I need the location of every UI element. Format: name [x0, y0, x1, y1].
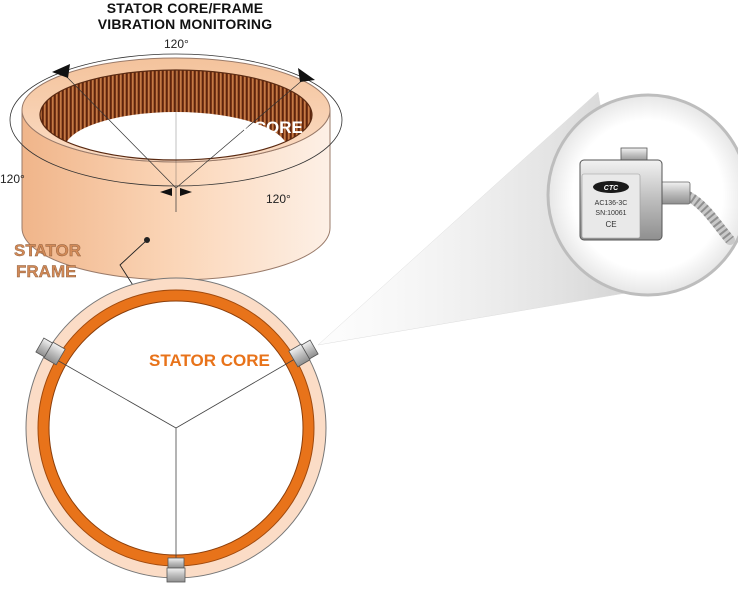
marker-arrow-bottom-left [160, 188, 172, 196]
stator-frame-label-line2: FRAME [16, 262, 76, 281]
marker-arrow-right [298, 68, 315, 82]
sensor-serial-label: SN:10061 [595, 210, 626, 217]
accelerometer-sensor: CTC AC136-3C SN:10061 CE [579, 147, 735, 245]
marker-arrow-left [52, 64, 70, 78]
frame-callout-line [119, 239, 148, 291]
sensor-model-label: AC136-3C [595, 200, 628, 207]
stator-core-label-top: STATOR CORE [149, 351, 270, 370]
sensor-connector [659, 181, 691, 205]
reference-line-right [175, 77, 306, 189]
sensor-cable-braid [685, 191, 734, 244]
marker-arrow-bottom-right [180, 188, 192, 196]
diagram-title-line1: STATOR CORE/FRAME [106, 0, 264, 16]
frame-callout: STATOR FRAME [14, 239, 148, 293]
angle-label-right: 120° [266, 192, 291, 206]
sensor-zoom-callout: CTC AC136-3C SN:10061 CE [317, 91, 738, 346]
sensor-ce-mark: CE [605, 220, 616, 229]
angle-label-left: 120° [0, 172, 25, 186]
reference-line-left [61, 71, 177, 189]
stator-core-label-3d: STATOR CORE [182, 118, 303, 137]
sensor-mount-bottom [166, 557, 186, 583]
top-radial-right [175, 355, 301, 429]
diagram-title-line2: VIBRATION MONITORING [97, 16, 273, 32]
sensor-mount-right [288, 339, 319, 368]
stator-3d-view: 120° 120° 120° STATOR CORE [0, 37, 343, 281]
angle-label-top: 120° [164, 37, 189, 51]
top-radial-left [49, 355, 177, 429]
sensor-mount-left [35, 337, 66, 366]
stator-top-view: STATOR CORE [25, 277, 327, 583]
ctc-logo [593, 181, 629, 193]
stator-frame-label-line1: STATOR [14, 241, 81, 260]
sensor-brand-label: CTC [604, 185, 619, 192]
